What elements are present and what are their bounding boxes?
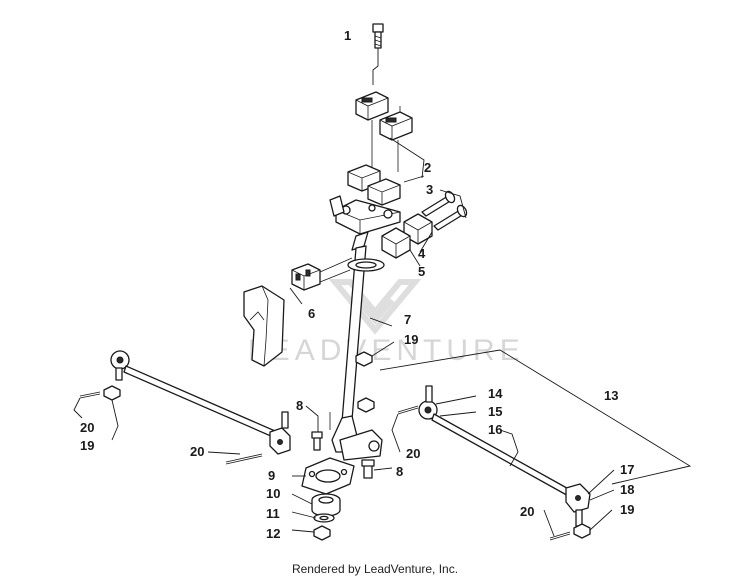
cotter-pin-left-inner — [225, 453, 263, 465]
footer-credit: Rendered by LeadVenture, Inc. — [291, 562, 459, 576]
nut-12 — [313, 525, 331, 541]
callout-13: 13 — [604, 388, 618, 403]
tie-rod-left-assembly — [73, 350, 291, 465]
callout-8-lower: 8 — [396, 464, 403, 479]
callout-17: 17 — [620, 462, 634, 477]
column-mount-bracket — [329, 195, 401, 235]
cotter-pin-right-inner — [397, 405, 419, 415]
bolt-3-lower — [433, 204, 468, 231]
callout-9: 9 — [268, 468, 275, 483]
tie-rod-end-left-outer — [110, 350, 130, 381]
callout-8-upper: 8 — [296, 398, 303, 413]
bearing-10 — [311, 493, 341, 517]
callout-6: 6 — [308, 306, 315, 321]
bolt-1 — [372, 23, 384, 49]
mount-plate-6 — [243, 285, 285, 367]
callout-7: 7 — [404, 312, 411, 327]
callout-labels: 1 2 3 4 5 6 7 19 8 20 19 20 9 8 10 11 12… — [80, 28, 634, 541]
tie-rod-end-left-inner — [269, 411, 291, 455]
callout-10: 10 — [266, 486, 280, 501]
flange-plate-9 — [301, 457, 355, 495]
watermark-text: LEADVENTURE — [248, 334, 525, 367]
callout-18: 18 — [620, 482, 634, 497]
callout-5: 5 — [418, 264, 425, 279]
nut-19-right — [573, 523, 591, 539]
callout-3: 3 — [426, 182, 433, 197]
callout-4: 4 — [418, 246, 426, 261]
callout-16: 16 — [488, 422, 502, 437]
callout-20-left-inner: 20 — [190, 444, 204, 459]
tie-rod-right-assembly — [379, 349, 692, 541]
pitman-arm — [329, 412, 383, 461]
callout-11: 11 — [266, 506, 280, 521]
watermark-logo — [328, 279, 422, 335]
nut-19-left — [103, 385, 121, 401]
clamp-block-mid-right — [367, 178, 401, 206]
callout-12: 12 — [266, 526, 280, 541]
callout-15: 15 — [488, 404, 502, 419]
tie-rod-end-right-outer — [565, 483, 591, 527]
washer-11 — [313, 513, 335, 523]
callout-20-right-inner: 20 — [406, 446, 420, 461]
steering-column-group — [243, 23, 468, 541]
callout-20-left-outer: 20 — [80, 420, 94, 435]
callout-14: 14 — [488, 386, 503, 401]
tie-rod-end-right-inner — [418, 385, 438, 420]
nut-19-shaft-b — [357, 397, 375, 413]
callout-19-right: 19 — [620, 502, 634, 517]
callout-19-left: 19 — [80, 438, 94, 453]
callout-2: 2 — [424, 160, 431, 175]
watermark: LEADVENTURE — [248, 279, 525, 367]
clamp-block-upper-right — [379, 111, 413, 141]
nut-19-shaft-a — [355, 351, 373, 367]
cotter-pin-right — [549, 531, 571, 541]
cotter-pin-left — [79, 391, 101, 399]
clamp-block-upper-left — [355, 91, 389, 121]
callout-1: 1 — [344, 28, 351, 43]
clamp-6 — [291, 263, 321, 291]
callout-20-right-outer: 20 — [520, 504, 534, 519]
bolt-8-upper — [311, 431, 323, 451]
callout-19-shaft: 19 — [404, 332, 418, 347]
bolt-8-lower — [361, 459, 375, 479]
